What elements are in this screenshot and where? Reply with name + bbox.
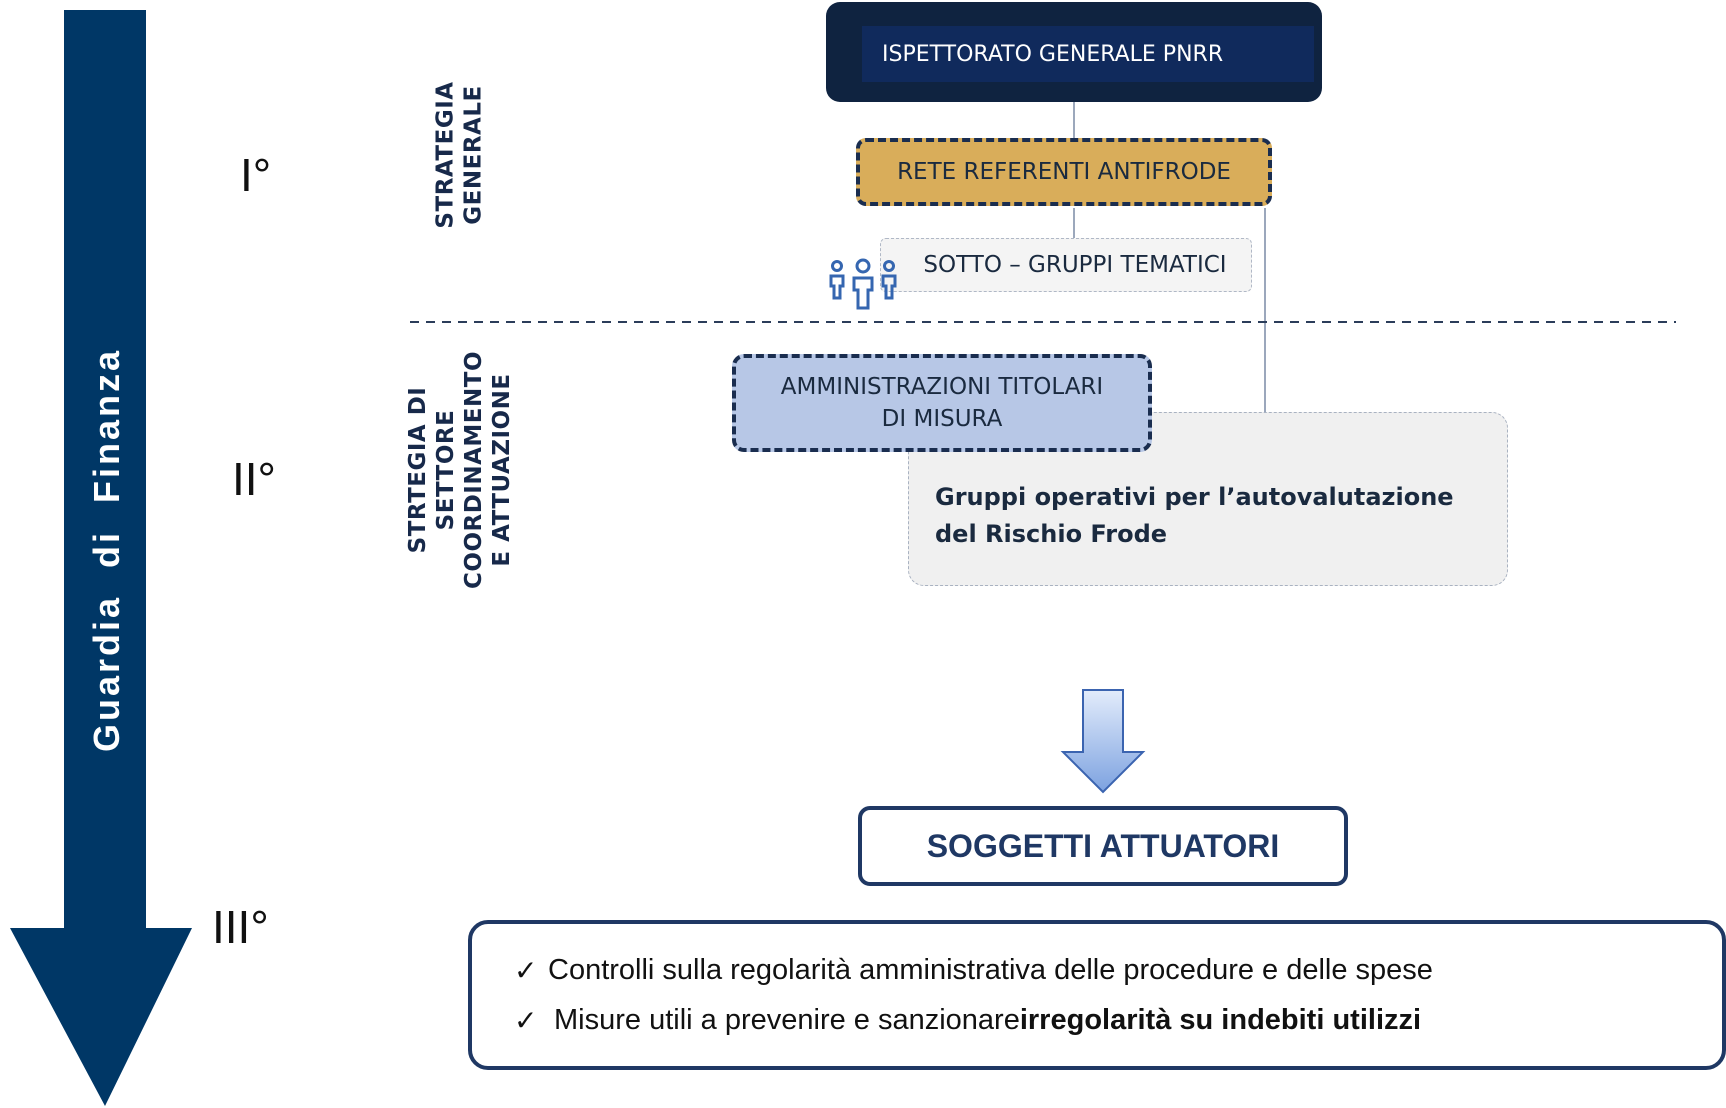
guardia-di-finanza-label: Guardia di Finanza xyxy=(86,347,128,753)
control-item-2-text: Misure utili a prevenire e sanzionare xyxy=(554,1004,1020,1036)
control-item-2-bold-text: irregolarità su indebiti utilizzi xyxy=(1019,1004,1422,1036)
rete-referenti-box: RETE REFERENTI ANTIFRODE xyxy=(856,138,1272,206)
checkmark-icon: ✓ xyxy=(514,1005,538,1036)
ispettorato-label: ISPETTORATO GENERALE PNRR xyxy=(862,26,1314,82)
level-third: III° xyxy=(212,901,269,953)
people-group-icon xyxy=(829,258,897,310)
amministrazioni-box: AMMINISTRAZIONI TITOLARI DI MISURA xyxy=(732,354,1152,452)
ispettorato-box: ISPETTORATO GENERALE PNRR xyxy=(826,2,1322,102)
controls-box: ✓ Controlli sulla regolarità amministrat… xyxy=(468,920,1726,1070)
checkmark-icon: ✓ xyxy=(514,955,538,986)
down-arrow-shape xyxy=(10,10,192,1106)
level-second: II° xyxy=(232,453,276,505)
level-first: I° xyxy=(240,149,272,201)
strategy-section-label: STRATEGIA GENERALE xyxy=(433,81,487,229)
small-down-arrow xyxy=(1060,689,1146,794)
soggetti-attuatori-box: SOGGETTI ATTUATORI xyxy=(858,806,1348,886)
sotto-gruppi-box: SOTTO – GRUPPI TEMATICI xyxy=(880,238,1252,292)
sector-section-label: STRTEGIA DI SETTORE COORDINAMENTO E ATTU… xyxy=(405,351,516,589)
gruppi-operativi-label: Gruppi operativi per l’autovalutazione d… xyxy=(935,483,1454,548)
control-item-1-text: Controlli sulla regolarità amministrativ… xyxy=(548,954,1433,986)
control-item-1: ✓ Controlli sulla regolarità amministrat… xyxy=(514,954,1433,987)
control-item-2: ✓ Misure utili a prevenire e sanzionare … xyxy=(514,1004,1421,1037)
